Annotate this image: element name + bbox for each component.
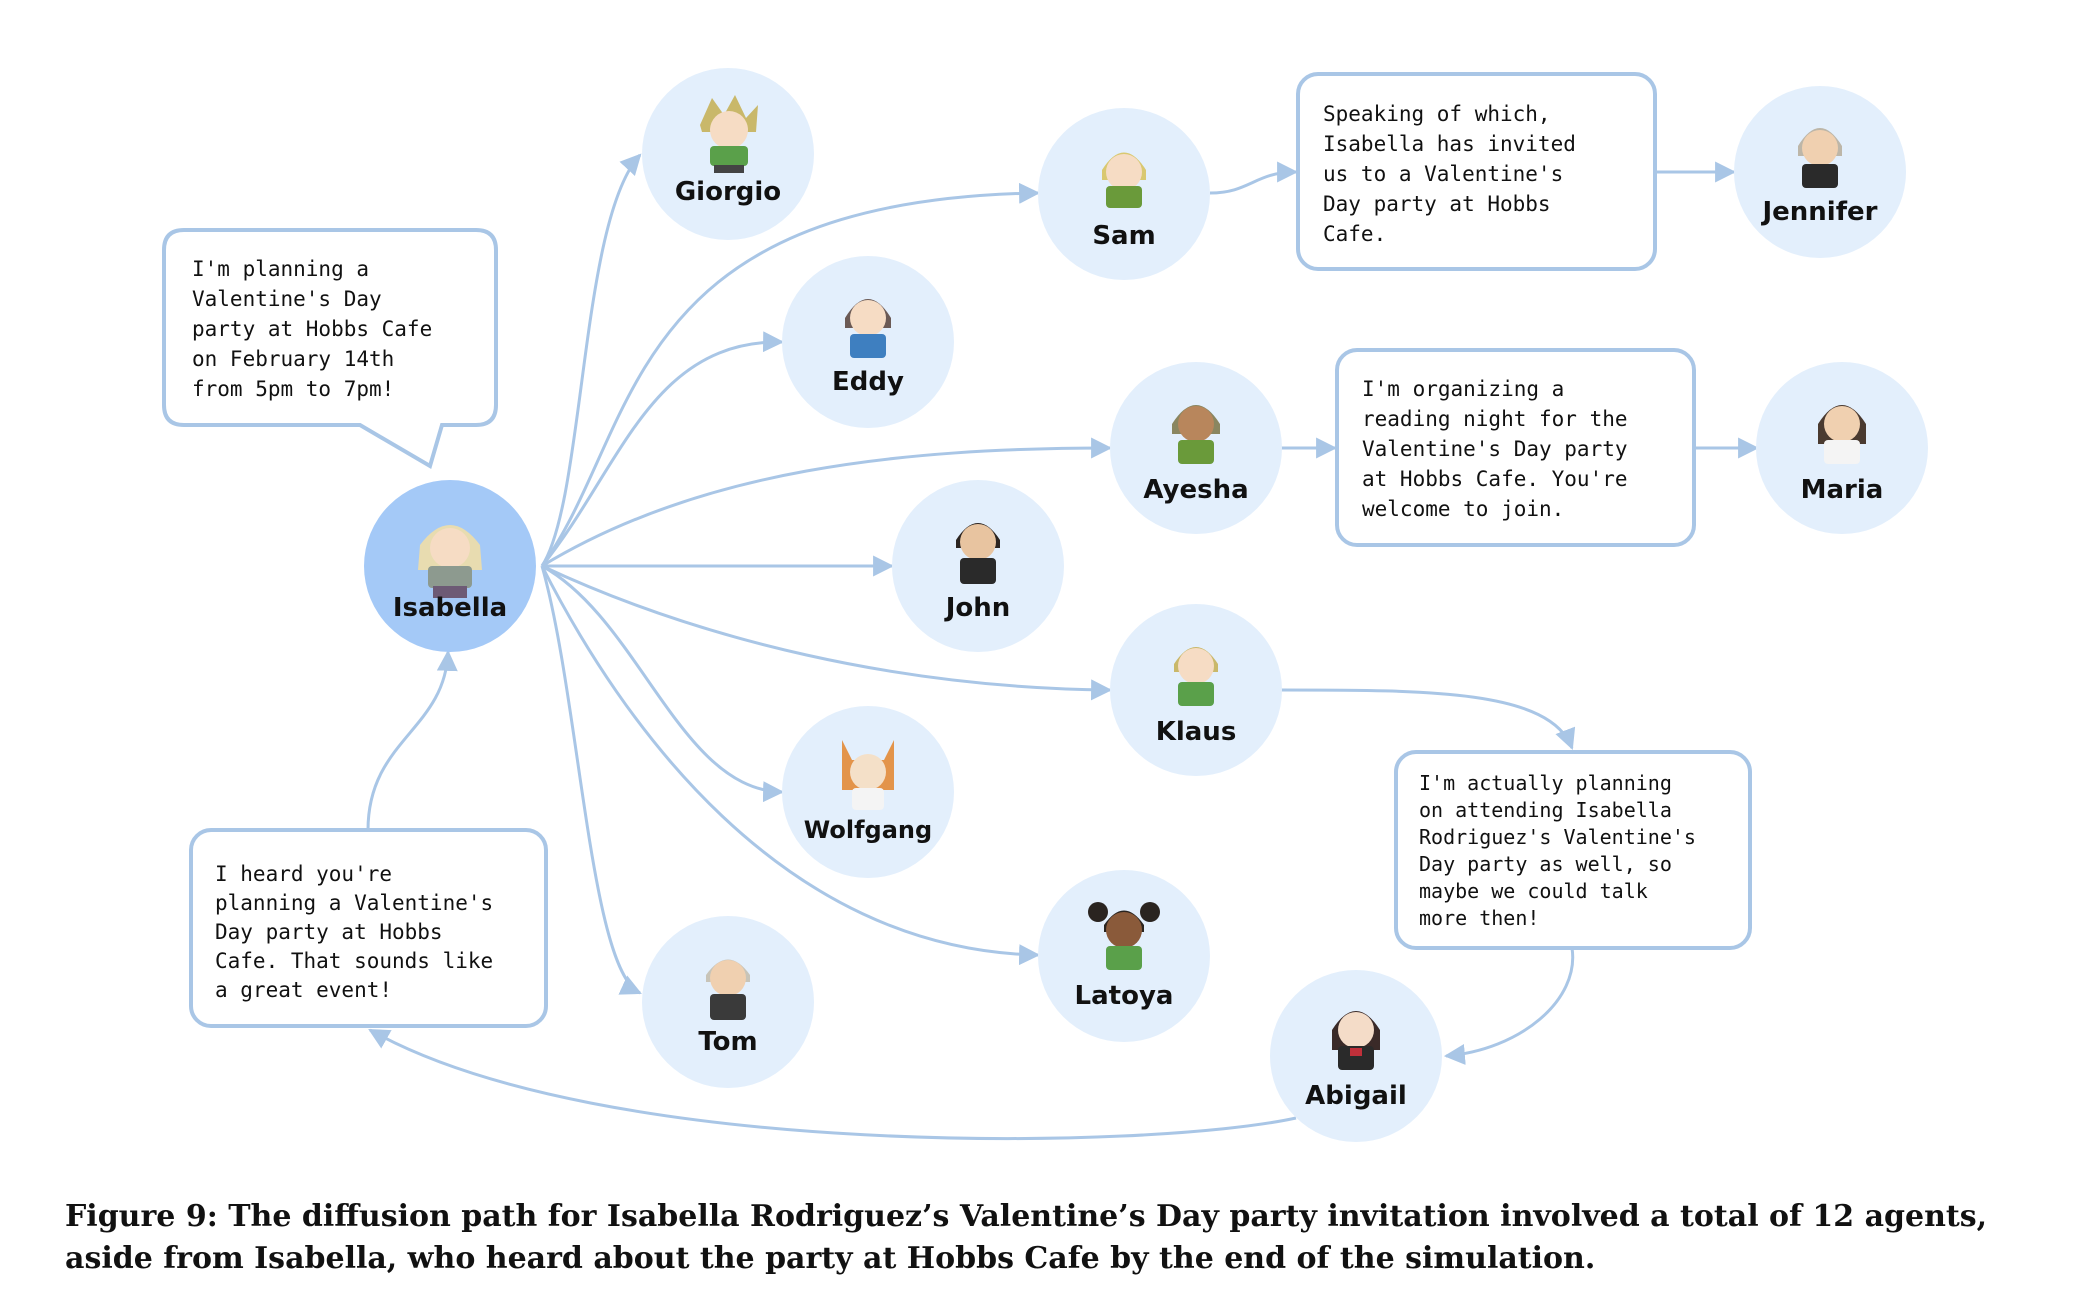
node-label: Wolfgang	[804, 816, 932, 844]
jennifer-avatar-icon	[1798, 128, 1842, 188]
edge-bubble-isabella	[366, 649, 458, 831]
node-label: Eddy	[832, 367, 904, 397]
abigail-avatar-icon	[1332, 1011, 1380, 1070]
node-label: Latoya	[1075, 981, 1174, 1011]
node-tom: Tom	[642, 916, 814, 1088]
edge-isabella-tom	[540, 565, 642, 995]
node-isabella: Isabella	[364, 480, 536, 652]
giorgio-avatar-icon	[700, 95, 758, 173]
node-ayesha: Ayesha	[1110, 362, 1282, 534]
edge-isabella-wolfgang	[541, 564, 785, 803]
ayesha-avatar-icon	[1172, 405, 1220, 464]
edge-isabella-latoya	[540, 565, 1041, 966]
edge-bubble-abigail	[1443, 947, 1575, 1065]
node-abigail: Abigail	[1270, 970, 1442, 1142]
node-label: John	[944, 593, 1011, 623]
node-john: John	[892, 480, 1064, 652]
node-latoya: Latoya	[1038, 870, 1210, 1042]
node-label: Giorgio	[675, 177, 781, 207]
node-wolfgang: Wolfgang	[782, 706, 954, 878]
latoya-avatar-icon	[1088, 902, 1160, 970]
edge-isabella-sam	[540, 182, 1041, 567]
node-maria: Maria	[1756, 362, 1928, 534]
node-sam: Sam	[1038, 108, 1210, 280]
node-label: Abigail	[1305, 1081, 1407, 1111]
edge-isabella-eddy	[540, 331, 785, 567]
maria-avatar-icon	[1818, 405, 1866, 464]
tom-avatar-icon	[706, 959, 750, 1020]
node-label: Jennifer	[1760, 197, 1877, 227]
wolfgang-avatar-icon	[842, 740, 894, 810]
node-label: Tom	[698, 1027, 757, 1057]
edge-sam-bubble	[1209, 161, 1299, 195]
node-jennifer: Jennifer	[1734, 86, 1906, 258]
figure-caption: Figure 9: The diffusion path for Isabell…	[65, 1199, 1988, 1276]
edge-abigail-bubble	[368, 1028, 1297, 1140]
edge-isabella-ayesha	[541, 437, 1113, 568]
edge-isabella-giorgio	[540, 153, 642, 567]
eddy-avatar-icon	[845, 299, 891, 358]
edges	[366, 153, 1760, 1140]
node-klaus: Klaus	[1110, 604, 1282, 776]
node-label: Maria	[1801, 475, 1884, 505]
edge-isabella-klaus	[541, 564, 1113, 701]
john-avatar-icon	[956, 523, 1000, 584]
node-giorgio: Giorgio	[642, 68, 814, 240]
node-label: Sam	[1092, 221, 1155, 251]
node-eddy: Eddy	[782, 256, 954, 428]
svg-text:Speaking of which,Isabella has: Speaking of which,Isabella has invitedus…	[1323, 102, 1576, 246]
node-label: Klaus	[1156, 717, 1237, 747]
node-label: Ayesha	[1143, 475, 1248, 505]
edge-klaus-bubble	[1279, 688, 1576, 750]
sam-avatar-icon	[1102, 152, 1146, 208]
node-label: Isabella	[393, 593, 507, 623]
isabella-avatar-icon	[418, 525, 482, 598]
klaus-avatar-icon	[1174, 647, 1218, 706]
